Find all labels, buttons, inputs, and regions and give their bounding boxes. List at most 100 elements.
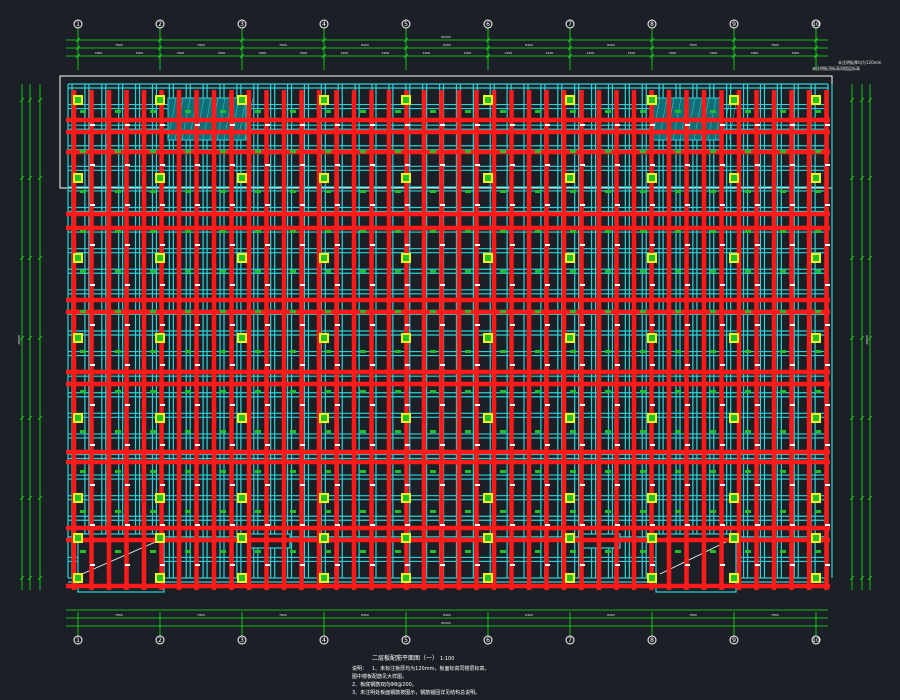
notes-heading: 说明： bbox=[352, 665, 367, 672]
rebar-mark-white bbox=[510, 284, 515, 286]
column-core bbox=[75, 535, 81, 541]
rebar-mark bbox=[675, 510, 681, 513]
rebar-mark bbox=[640, 150, 646, 153]
column-core bbox=[75, 575, 81, 581]
column-core bbox=[321, 255, 327, 261]
rebar-mark-white bbox=[755, 364, 760, 366]
dim-text: 7800 bbox=[197, 43, 205, 47]
rebar-mark bbox=[220, 470, 226, 473]
axis-label: 3 bbox=[240, 637, 244, 644]
rebar-mark bbox=[220, 510, 226, 513]
rebar-mark bbox=[115, 110, 121, 113]
rebar-mark bbox=[780, 470, 786, 473]
column-core bbox=[321, 415, 327, 421]
rebar-mark bbox=[360, 190, 366, 193]
rebar-mark bbox=[710, 350, 716, 353]
rebar-mark bbox=[640, 110, 646, 113]
rebar-mark-white bbox=[300, 204, 305, 206]
rebar-mark-white bbox=[195, 164, 200, 166]
rebar-mark-white bbox=[335, 484, 340, 486]
rebar-mark bbox=[430, 550, 436, 553]
rebar-mark bbox=[745, 430, 751, 433]
axis-label: 1 bbox=[76, 637, 80, 644]
dim-tick bbox=[37, 575, 43, 581]
dim-tick bbox=[403, 37, 409, 43]
dim-tick bbox=[813, 37, 819, 43]
rebar-mark-white bbox=[545, 324, 550, 326]
rebar-mark bbox=[780, 430, 786, 433]
rebar-mark bbox=[115, 310, 121, 313]
rebar-mark-white bbox=[160, 324, 165, 326]
column-core bbox=[403, 495, 409, 501]
rebar-mark bbox=[640, 470, 646, 473]
axis-label: 3 bbox=[240, 21, 244, 28]
drawing-scale: 1:100 bbox=[440, 656, 454, 662]
rebar-mark bbox=[360, 110, 366, 113]
rebar-mark-white bbox=[825, 404, 830, 406]
dim-total-bottom: 80400 bbox=[441, 621, 451, 625]
axis-label: 1 bbox=[76, 21, 80, 28]
rebar-mark bbox=[325, 310, 331, 313]
rebar-mark bbox=[745, 150, 751, 153]
rebar-mark-white bbox=[230, 404, 235, 406]
column-core bbox=[813, 175, 819, 181]
dim-tick bbox=[649, 45, 655, 51]
rebar-mark bbox=[745, 190, 751, 193]
axis-label: 2 bbox=[158, 637, 162, 644]
rebar-mark bbox=[535, 470, 541, 473]
rebar-mark-white bbox=[580, 324, 585, 326]
rebar-mark-white bbox=[125, 324, 130, 326]
rebar-mark bbox=[185, 190, 191, 193]
rebar-mark bbox=[255, 310, 261, 313]
rebar-mark bbox=[325, 350, 331, 353]
rebar-mark bbox=[535, 310, 541, 313]
rebar-mark bbox=[290, 390, 296, 393]
rebar-mark-white bbox=[125, 244, 130, 246]
rebar-mark-white bbox=[475, 564, 480, 566]
rebar-mark-white bbox=[125, 564, 130, 566]
rebar-mark bbox=[640, 510, 646, 513]
rebar-mark-white bbox=[125, 124, 130, 126]
column-core bbox=[567, 335, 573, 341]
axis-bubble bbox=[319, 635, 329, 645]
rebar-mark bbox=[675, 270, 681, 273]
dim-text: 7800 bbox=[279, 43, 287, 47]
axis-bubble bbox=[73, 635, 83, 645]
column-core bbox=[157, 255, 163, 261]
rebar-mark-white bbox=[510, 484, 515, 486]
dim-tick bbox=[27, 575, 33, 581]
dim-tick bbox=[321, 37, 327, 43]
dim-tick bbox=[849, 97, 855, 103]
rebar-mark bbox=[465, 390, 471, 393]
column-core bbox=[239, 535, 245, 541]
stair-diagonal bbox=[659, 539, 731, 575]
rebar-mark-white bbox=[755, 324, 760, 326]
rebar-mark-white bbox=[335, 564, 340, 566]
rebar-mark bbox=[80, 110, 86, 113]
rebar-mark-white bbox=[265, 524, 270, 526]
rebar-mark-white bbox=[650, 324, 655, 326]
rebar-mark-white bbox=[440, 404, 445, 406]
column-core bbox=[485, 575, 491, 581]
rebar-mark-white bbox=[195, 444, 200, 446]
dim-text-bottom: 7800 bbox=[279, 613, 287, 617]
rebar-mark bbox=[115, 470, 121, 473]
rebar-mark bbox=[395, 110, 401, 113]
rebar-mark bbox=[710, 190, 716, 193]
column-core bbox=[567, 415, 573, 421]
right-note-1: 未注明板厚均为120mm bbox=[838, 59, 882, 65]
dim-text-bottom: 8400 bbox=[361, 613, 369, 617]
dim-tick bbox=[813, 45, 819, 51]
rebar-mark-white bbox=[195, 484, 200, 486]
rebar-mark-white bbox=[615, 204, 620, 206]
column-core bbox=[485, 97, 491, 103]
rebar-mark-white bbox=[790, 324, 795, 326]
rebar-mark-white bbox=[825, 324, 830, 326]
rebar-mark-white bbox=[265, 244, 270, 246]
rebar-mark-white bbox=[300, 324, 305, 326]
rebar-mark bbox=[815, 150, 821, 153]
rebar-mark-white bbox=[440, 164, 445, 166]
rebar-mark-white bbox=[545, 404, 550, 406]
rebar-mark-white bbox=[650, 444, 655, 446]
rebar-mark bbox=[325, 270, 331, 273]
